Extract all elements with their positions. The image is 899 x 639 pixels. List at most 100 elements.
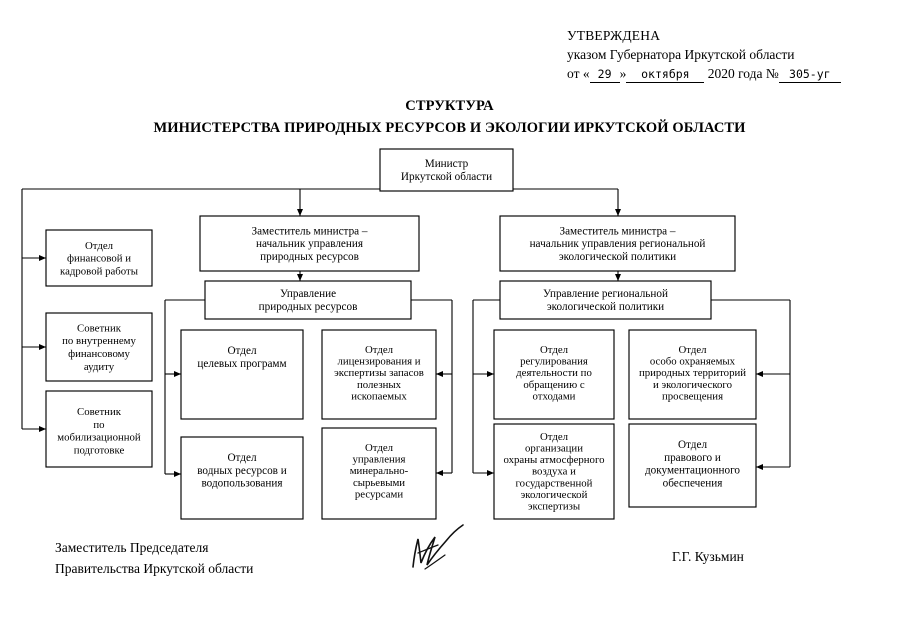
org-node-box xyxy=(45,390,153,468)
org-node-label-line: охраны атмосферного xyxy=(503,454,604,466)
org-node-label-line: регулирования xyxy=(520,356,588,368)
org-node-label-line: Отдел xyxy=(365,442,394,454)
org-node-label-line: организации xyxy=(525,443,583,455)
org-node-label-line: Отдел xyxy=(227,345,256,357)
approval-year-text: 2020 года № xyxy=(707,66,779,81)
org-node-label-line: обеспечения xyxy=(663,477,723,489)
org-node-box xyxy=(628,329,757,420)
org-node-label-line: Заместитель министра – xyxy=(251,225,367,237)
org-node-label-line: аудиту xyxy=(84,361,115,373)
org-node-label-line: Отдел xyxy=(365,344,394,356)
org-node-label-line: ресурсами xyxy=(355,488,403,500)
org-node-label-line: водопользования xyxy=(201,478,282,490)
org-node-label-line: сырьевыми xyxy=(353,477,405,489)
org-node-label-line: подготовке xyxy=(74,444,125,456)
org-node-box xyxy=(499,215,736,272)
org-node-label-line: природных территорий xyxy=(639,367,746,379)
org-node-label-line: лицензирования и xyxy=(337,356,420,368)
approval-block: УТВЕРЖДЕНА указом Губернатора Иркутской … xyxy=(567,26,887,83)
footer-position-line-1: Заместитель Председателя xyxy=(55,540,209,555)
org-node-label-line: государственной xyxy=(516,477,593,489)
title-line-1: СТРУКТУРА xyxy=(405,98,494,114)
approval-date-prefix: от « xyxy=(567,66,590,81)
org-node-label-line: Советник xyxy=(77,406,122,418)
org-node-label-line: водных ресурсов и xyxy=(197,465,287,477)
org-node-deputy-ecology[interactable]: Заместитель министра –начальник управлен… xyxy=(499,215,736,272)
org-node-box xyxy=(45,312,153,382)
org-node-label-line: по внутреннему xyxy=(62,335,136,347)
org-node-box xyxy=(628,423,757,508)
org-node-label-line: начальник управления региональной xyxy=(530,238,706,250)
org-node-box xyxy=(499,280,712,320)
org-node-label-line: особо охраняемых xyxy=(650,356,736,368)
org-node-label-line: воздуха и xyxy=(532,466,576,478)
org-node-label-line: правового и xyxy=(664,452,721,464)
org-node-label-line: экспертизы запасов xyxy=(334,367,424,379)
org-node-box xyxy=(199,215,420,272)
org-node-label-line: минерально- xyxy=(350,465,409,477)
footer-signatory: Г.Г. Кузьмин xyxy=(672,549,744,564)
org-node-label-line: Управление региональной xyxy=(543,288,668,300)
org-node-label-line: природных ресурсов xyxy=(260,251,359,263)
org-node-label-line: начальник управления xyxy=(256,238,363,250)
org-node-label-line: Иркутской области xyxy=(401,171,492,183)
org-node-box xyxy=(493,329,615,420)
org-node-label-line: просвещения xyxy=(662,390,723,402)
org-node-label-line: обращению с xyxy=(523,379,585,391)
title-line-2: МИНИСТЕРСТВА ПРИРОДНЫХ РЕСУРСОВ И ЭКОЛОГ… xyxy=(153,120,746,136)
org-node-label-line: финансовому xyxy=(68,348,130,360)
org-node-label-line: природных ресурсов xyxy=(259,301,358,313)
org-node-label-line: Отдел xyxy=(85,240,114,252)
approval-month-value: октября xyxy=(626,67,705,83)
org-node-deputy-natural-resources[interactable]: Заместитель министра –начальник управлен… xyxy=(199,215,420,272)
org-node-label-line: кадровой работы xyxy=(60,265,138,277)
handwritten-signature xyxy=(412,524,464,570)
org-node-label-line: отходами xyxy=(533,390,576,402)
connector-lines xyxy=(21,188,791,477)
org-node-label-line: экологической политики xyxy=(547,301,664,313)
org-node-label-line: по xyxy=(93,419,104,431)
org-node-label-line: Отдел xyxy=(678,344,707,356)
org-node-dept-mineral-resources-management[interactable]: Отделуправленияминерально-сырьевымиресур… xyxy=(321,427,437,520)
org-node-label-line: Заместитель министра – xyxy=(559,225,675,237)
org-node-label-line: экологической политики xyxy=(559,251,676,263)
org-node-box xyxy=(321,427,437,520)
footer-position-line-2: Правительства Иркутской области xyxy=(55,561,254,576)
org-node-box xyxy=(493,423,615,520)
org-node-label-line: Отдел xyxy=(227,452,256,464)
org-node-label-line: Отдел xyxy=(540,431,569,443)
org-node-label-line: Советник xyxy=(77,322,122,334)
org-node-box xyxy=(180,436,304,520)
org-node-label-line: управления xyxy=(352,454,405,466)
org-node-label-line: Отдел xyxy=(540,344,569,356)
org-node-label-line: полезных xyxy=(357,379,402,391)
org-node-label-line: деятельности по xyxy=(516,367,592,379)
page-title: СТРУКТУРА МИНИСТЕРСТВА ПРИРОДНЫХ РЕСУРСО… xyxy=(0,95,899,139)
org-node-box xyxy=(180,329,304,420)
approval-line-2: указом Губернатора Иркутской области xyxy=(567,47,795,62)
footer-position: Заместитель Председателя Правительства И… xyxy=(55,537,253,579)
org-node-label-line: Управление xyxy=(280,288,336,300)
org-node-label-line: Отдел xyxy=(678,439,707,451)
approval-document-number: 305-уг xyxy=(778,67,841,83)
org-node-box xyxy=(45,229,153,287)
org-node-label-line: документационного xyxy=(645,465,740,477)
org-node-label-line: экспертизы xyxy=(528,501,580,513)
org-node-label-line: мобилизационной xyxy=(57,432,141,444)
